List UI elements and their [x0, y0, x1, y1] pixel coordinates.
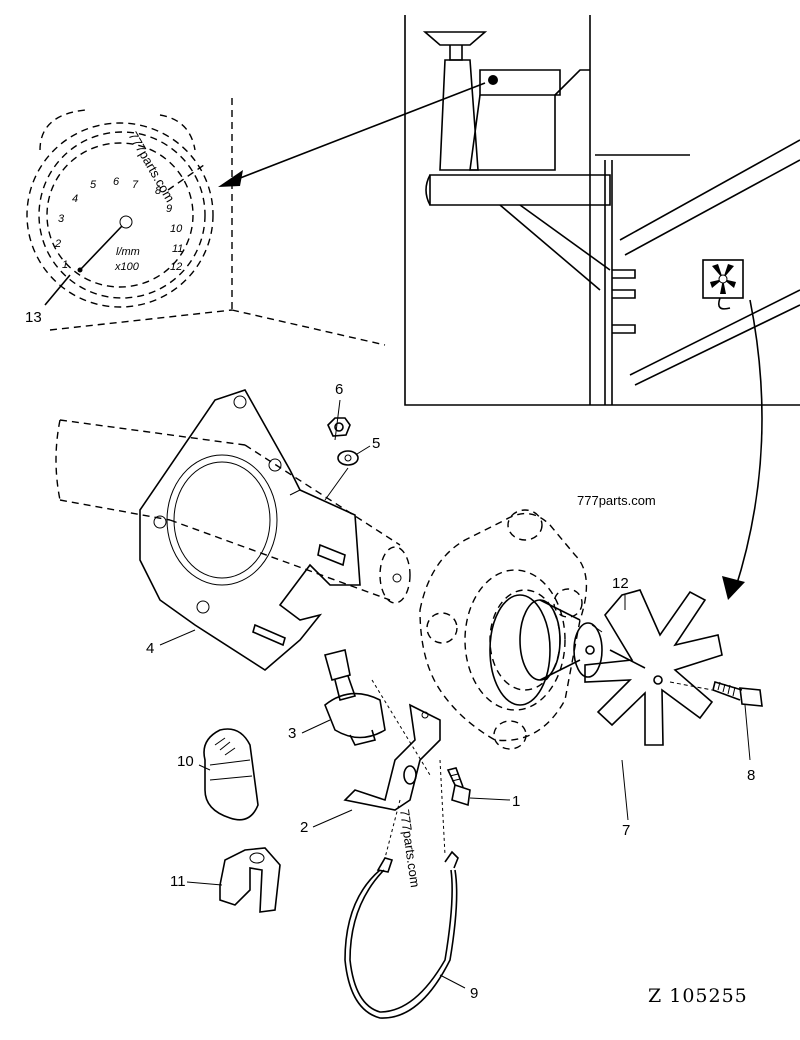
dial-number-7: 7 — [132, 179, 139, 191]
cable-clip — [219, 847, 281, 913]
callout-2: 2 — [300, 819, 308, 836]
dial-number-8: 8 — [155, 185, 162, 197]
dial-number-5: 5 — [90, 179, 97, 191]
dial-number-9: 9 — [166, 203, 172, 215]
washer — [573, 622, 646, 678]
dial-number-6: 6 — [113, 176, 120, 188]
dial-number-1: 1 — [62, 259, 68, 271]
dial-number-10: 10 — [170, 223, 183, 235]
callout-10: 10 — [177, 753, 194, 770]
bolt — [669, 680, 763, 707]
watermark: 777parts.com — [397, 808, 423, 888]
screw — [446, 767, 471, 807]
impeller-fan — [584, 589, 723, 746]
fan-location-marker — [702, 259, 744, 310]
callout-9: 9 — [470, 985, 478, 1002]
flange-housing — [419, 509, 588, 750]
dial-multiplier: x100 — [114, 261, 140, 273]
callout-13: 13 — [25, 309, 42, 326]
callout-8: 8 — [747, 767, 755, 784]
callout-11: 11 — [170, 873, 186, 890]
dial-number-3: 3 — [58, 213, 65, 225]
drive-shaft-outline — [169, 444, 411, 604]
location-inset — [404, 15, 800, 406]
callout-5: 5 — [372, 435, 380, 452]
lock-washer — [324, 450, 359, 501]
mounting-bracket — [55, 389, 361, 671]
callout-4: 4 — [146, 640, 154, 657]
reference-code: Z 105255 — [648, 985, 748, 1007]
dial-number-4: 4 — [72, 193, 78, 205]
leader-lines — [159, 399, 751, 989]
callout-1: 1 — [512, 793, 520, 810]
watermark: 777parts.com — [125, 129, 177, 205]
nut — [327, 417, 351, 437]
pointer-arrow-tachometer — [234, 82, 486, 181]
ground-cable — [344, 759, 459, 1019]
hose-clamp — [203, 728, 259, 821]
dial-number-11: 11 — [172, 243, 183, 255]
watermark: 777parts.com — [577, 493, 656, 508]
sensor-bracket — [343, 703, 441, 811]
callout-7: 7 — [622, 822, 630, 839]
tachometer: 1 2 3 4 5 6 7 8 9 10 11 12 l/mm x100 — [26, 98, 386, 346]
callout-6: 6 — [335, 381, 343, 398]
callout-3: 3 — [288, 725, 296, 742]
dial-unit: l/mm — [116, 246, 140, 258]
dial-number-2: 2 — [54, 238, 61, 250]
pointer-arrow-fan — [734, 299, 763, 591]
gauge-location-marker — [488, 75, 498, 85]
sensor-shaft — [489, 594, 581, 706]
callout-12: 12 — [612, 575, 629, 592]
speed-sensor — [324, 649, 431, 776]
tachometer-needle — [79, 225, 123, 271]
dial-number-12: 12 — [170, 261, 182, 273]
